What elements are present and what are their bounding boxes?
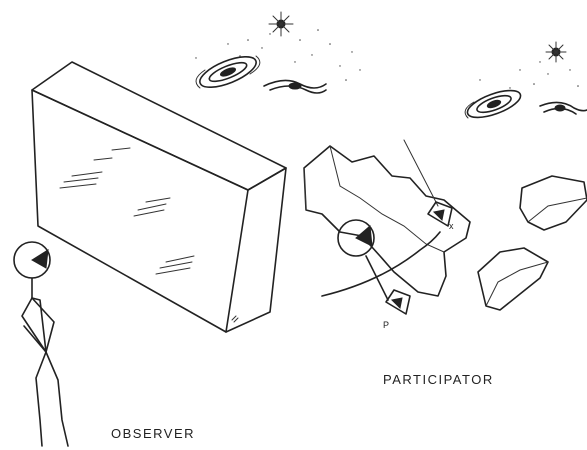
opaque-wall-block <box>32 62 286 332</box>
detector-p <box>386 290 410 314</box>
star-field-right <box>479 61 579 88</box>
spiral-galaxy-left <box>196 51 260 94</box>
star-burst-top <box>269 12 293 36</box>
galaxy-cluster-left <box>195 12 360 93</box>
observer-figure <box>14 242 68 446</box>
x-marker-label: x <box>449 221 454 231</box>
spiral-galaxy-right <box>464 85 523 123</box>
observer-caption: OBSERVER <box>111 426 195 441</box>
star-burst-right <box>546 42 566 62</box>
fragment-lower-right <box>478 248 548 310</box>
participator-caption: PARTICIPATOR <box>383 372 494 387</box>
galaxy-cluster-right <box>464 42 587 123</box>
star-field-left <box>195 29 360 81</box>
p-marker-label: P <box>383 320 389 330</box>
wall-texture <box>60 148 194 274</box>
fragment-upper-right <box>520 176 587 230</box>
edge-on-galaxy-right <box>540 102 587 114</box>
edge-on-galaxy-left <box>264 80 326 93</box>
broken-wall-piece <box>304 146 470 296</box>
